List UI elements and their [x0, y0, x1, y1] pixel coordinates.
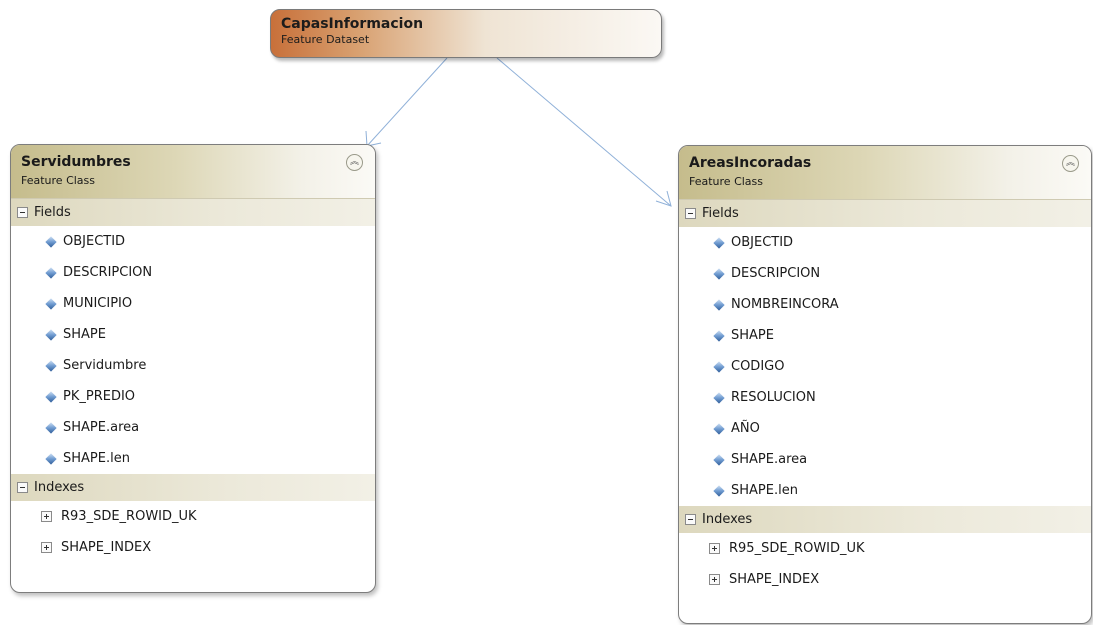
field-diamond-icon — [713, 298, 725, 311]
field-name: MUNICIPIO — [63, 296, 133, 311]
fields-section-label: Fields — [702, 206, 739, 221]
indexes-section-label: Indexes — [34, 480, 85, 495]
indexes-section-label: Indexes — [702, 512, 753, 527]
field-diamond-icon — [45, 235, 57, 248]
field-diamond-icon — [713, 329, 725, 342]
field-row[interactable]: OBJECTID — [679, 227, 1091, 258]
minus-box-icon[interactable] — [685, 208, 696, 219]
field-name: SHAPE.area — [63, 420, 140, 435]
class-title: Servidumbres — [21, 154, 131, 170]
minus-box-icon[interactable] — [685, 514, 696, 525]
minus-box-icon[interactable] — [17, 207, 28, 218]
field-name: RESOLUCION — [731, 390, 816, 405]
field-diamond-icon — [45, 359, 57, 372]
class-title: AreasIncoradas — [689, 155, 812, 171]
field-diamond-icon — [45, 266, 57, 279]
field-name: OBJECTID — [731, 235, 794, 250]
class-subtitle: Feature Class — [689, 175, 764, 188]
field-row[interactable]: CODIGO — [679, 351, 1091, 382]
field-row[interactable]: DESCRIPCION — [11, 257, 375, 288]
field-name: AÑO — [731, 421, 760, 436]
field-diamond-icon — [45, 452, 57, 465]
connector-areasincoradas — [496, 57, 672, 207]
index-name: R95_SDE_ROWID_UK — [729, 541, 865, 556]
field-name: SHAPE.len — [63, 451, 130, 466]
field-diamond-icon — [713, 360, 725, 373]
field-diamond-icon — [713, 391, 725, 404]
class-node-areasincoradas[interactable]: AreasIncoradas Feature Class ︽ Fields OB… — [678, 145, 1092, 624]
indexes-section-header[interactable]: Indexes — [679, 506, 1091, 533]
dataset-title: CapasInformacion — [281, 16, 424, 32]
index-name: SHAPE_INDEX — [729, 572, 820, 587]
indexes-section-header[interactable]: Indexes — [11, 474, 375, 501]
fields-section-header[interactable]: Fields — [11, 199, 375, 226]
connector-servidumbres — [366, 57, 448, 147]
field-row[interactable]: Servidumbre — [11, 350, 375, 381]
field-diamond-icon — [713, 422, 725, 435]
field-name: OBJECTID — [63, 234, 126, 249]
class-header[interactable]: Servidumbres Feature Class ︽ — [11, 145, 375, 199]
dataset-subtitle: Feature Dataset — [281, 33, 370, 46]
field-name: SHAPE — [63, 327, 106, 342]
fields-section-header[interactable]: Fields — [679, 200, 1091, 227]
field-diamond-icon — [45, 297, 57, 310]
index-row[interactable]: SHAPE_INDEX — [679, 564, 1091, 595]
index-name: R93_SDE_ROWID_UK — [61, 509, 197, 524]
field-row[interactable]: SHAPE — [11, 319, 375, 350]
field-diamond-icon — [45, 421, 57, 434]
field-row[interactable]: OBJECTID — [11, 226, 375, 257]
field-row[interactable]: NOMBREINCORA — [679, 289, 1091, 320]
minus-box-icon[interactable] — [17, 482, 28, 493]
field-name: CODIGO — [731, 359, 785, 374]
index-row[interactable]: R95_SDE_ROWID_UK — [679, 533, 1091, 564]
field-name: SHAPE.len — [731, 483, 798, 498]
index-row[interactable]: SHAPE_INDEX — [11, 532, 375, 563]
field-name: Servidumbre — [63, 358, 147, 373]
field-row[interactable]: SHAPE.area — [11, 412, 375, 443]
field-row[interactable]: SHAPE.len — [679, 475, 1091, 506]
field-row[interactable]: MUNICIPIO — [11, 288, 375, 319]
plus-box-icon[interactable] — [41, 511, 52, 522]
dataset-node-capasinformacion[interactable]: CapasInformacion Feature Dataset — [270, 9, 662, 58]
field-row[interactable]: SHAPE — [679, 320, 1091, 351]
field-name: NOMBREINCORA — [731, 297, 839, 312]
field-row[interactable]: RESOLUCION — [679, 382, 1091, 413]
field-row[interactable]: PK_PREDIO — [11, 381, 375, 412]
field-diamond-icon — [713, 267, 725, 280]
double-chevron-up-icon[interactable]: ︽ — [346, 154, 363, 171]
field-name: PK_PREDIO — [63, 389, 136, 404]
field-row[interactable]: AÑO — [679, 413, 1091, 444]
field-row[interactable]: SHAPE.area — [679, 444, 1091, 475]
plus-box-icon[interactable] — [709, 543, 720, 554]
class-subtitle: Feature Class — [21, 174, 96, 187]
class-node-servidumbres[interactable]: Servidumbres Feature Class ︽ Fields OBJE… — [10, 144, 376, 593]
index-name: SHAPE_INDEX — [61, 540, 152, 555]
index-row[interactable]: R93_SDE_ROWID_UK — [11, 501, 375, 532]
field-diamond-icon — [713, 453, 725, 466]
field-name: DESCRIPCION — [731, 266, 821, 281]
field-name: SHAPE.area — [731, 452, 808, 467]
field-diamond-icon — [713, 484, 725, 497]
fields-section-label: Fields — [34, 205, 71, 220]
plus-box-icon[interactable] — [41, 542, 52, 553]
class-header[interactable]: AreasIncoradas Feature Class ︽ — [679, 146, 1091, 200]
field-diamond-icon — [45, 390, 57, 403]
field-name: SHAPE — [731, 328, 774, 343]
field-name: DESCRIPCION — [63, 265, 153, 280]
arrowhead-areasincoradas — [655, 190, 672, 207]
double-chevron-up-icon[interactable]: ︽ — [1062, 155, 1079, 172]
field-row[interactable]: SHAPE.len — [11, 443, 375, 474]
plus-box-icon[interactable] — [709, 574, 720, 585]
field-row[interactable]: DESCRIPCION — [679, 258, 1091, 289]
field-diamond-icon — [713, 236, 725, 249]
field-diamond-icon — [45, 328, 57, 341]
